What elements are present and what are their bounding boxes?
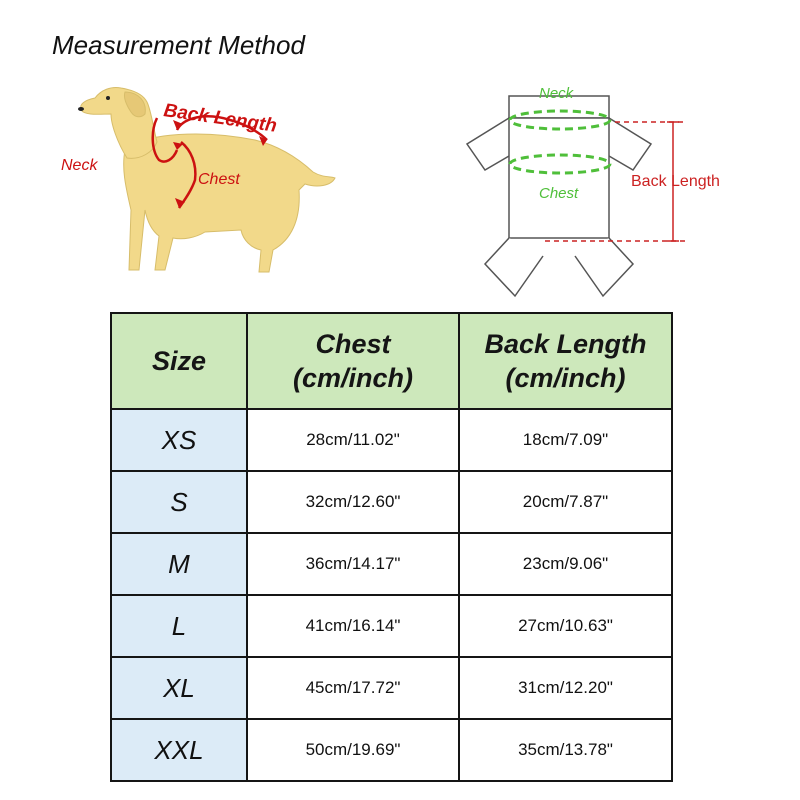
back-length-cell: 20cm/7.87"	[458, 470, 673, 534]
garment-outline	[465, 95, 653, 298]
back-length-cell: 18cm/7.09"	[458, 408, 673, 472]
header-size: Size	[110, 312, 248, 410]
dog-eye-icon	[106, 96, 110, 100]
chest-cell: 45cm/17.72"	[246, 656, 460, 720]
table-row: S 32cm/12.60" 20cm/7.87"	[110, 470, 673, 534]
garment-back-length-label: Back Length	[631, 173, 720, 190]
size-cell: S	[110, 470, 248, 534]
size-cell: L	[110, 594, 248, 658]
chest-cell: 28cm/11.02"	[246, 408, 460, 472]
back-length-cell: 27cm/10.63"	[458, 594, 673, 658]
table-row: XL 45cm/17.72" 31cm/12.20"	[110, 656, 673, 720]
garment-back-length-marker	[545, 121, 687, 242]
table-row: M 36cm/14.17" 23cm/9.06"	[110, 532, 673, 596]
size-cell: M	[110, 532, 248, 596]
back-length-cell: 23cm/9.06"	[458, 532, 673, 596]
garment-neck-line	[508, 109, 612, 131]
garment-neck-label: Neck	[539, 85, 575, 102]
neck-arrow	[151, 117, 179, 163]
table-row: XS 28cm/11.02" 18cm/7.09"	[110, 408, 673, 472]
header-back-length: Back Length (cm/inch)	[458, 312, 673, 410]
header-chest: Chest (cm/inch)	[246, 312, 460, 410]
page-title: Measurement Method	[52, 30, 305, 60]
back-length-cell: 31cm/12.20"	[458, 656, 673, 720]
table-row: L 41cm/16.14" 27cm/10.63"	[110, 594, 673, 658]
garment-measurement-diagram: Neck Chest Back Length	[465, 85, 720, 298]
chest-cell: 36cm/14.17"	[246, 532, 460, 596]
dog-nose-icon	[78, 107, 84, 111]
size-cell: XL	[110, 656, 248, 720]
dog-silhouette	[80, 87, 336, 273]
size-cell: XXL	[110, 718, 248, 782]
chest-cell: 41cm/16.14"	[246, 594, 460, 658]
dog-back-length-label: Back Length	[162, 100, 278, 137]
back-length-cell: 35cm/13.78"	[458, 718, 673, 782]
table-row: XXL 50cm/19.69" 35cm/13.78"	[110, 718, 673, 782]
table-header-row: Size Chest (cm/inch) Back Length (cm/inc…	[110, 312, 673, 410]
dog-chest-label: Chest	[198, 171, 240, 188]
chest-cell: 32cm/12.60"	[246, 470, 460, 534]
dog-arrowheads	[173, 120, 267, 208]
dog-measurement-diagram: Back Length Neck Chest	[61, 87, 336, 273]
chest-cell: 50cm/19.69"	[246, 718, 460, 782]
back-length-arrow	[175, 115, 268, 141]
garment-chest-line	[508, 153, 612, 175]
garment-chest-label: Chest	[539, 185, 579, 202]
size-chart-table: Size Chest (cm/inch) Back Length (cm/inc…	[110, 312, 673, 782]
dog-neck-label: Neck	[61, 157, 98, 174]
size-cell: XS	[110, 408, 248, 472]
